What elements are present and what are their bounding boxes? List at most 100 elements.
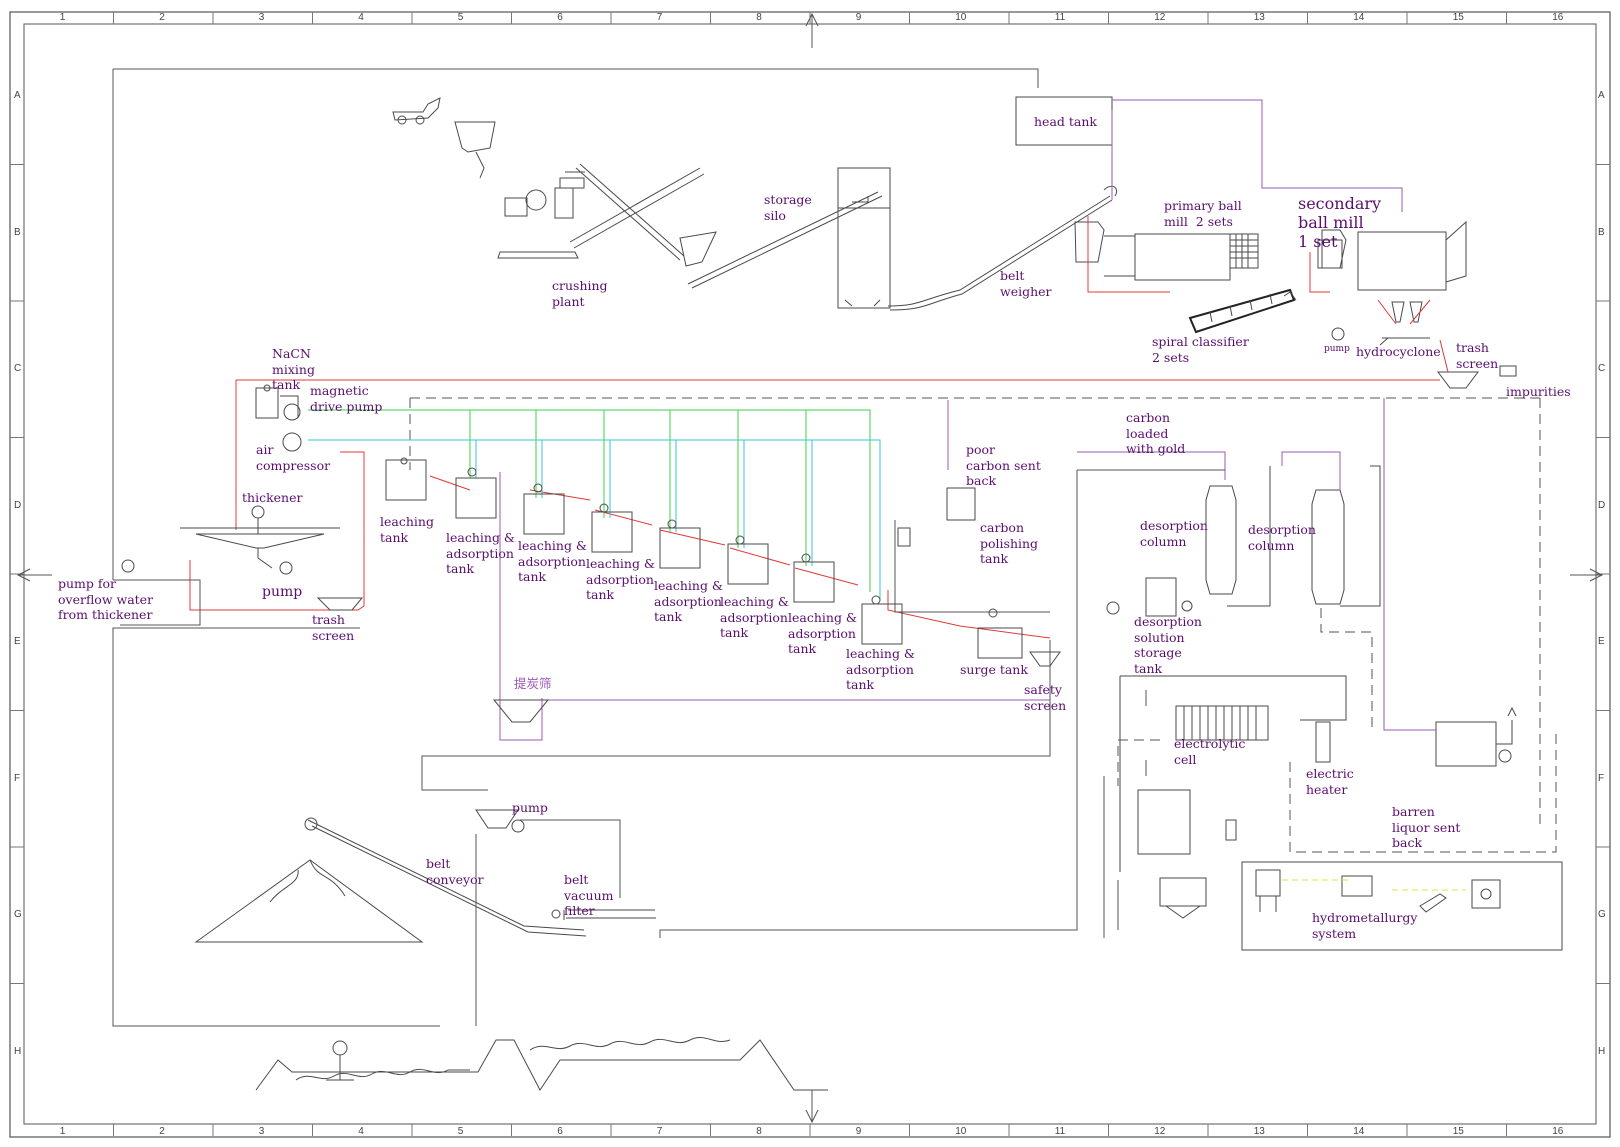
- tailings-section: [194, 809, 828, 1091]
- label-la-tank-2: leaching & adsorption tank: [518, 538, 588, 584]
- grid-col-label-bottom: 12: [1154, 1126, 1166, 1137]
- desorption-flow-lines: [1077, 398, 1557, 938]
- label-desorption-column-1: desorption column: [1140, 518, 1208, 549]
- outer-border: [9, 11, 1611, 1138]
- label-hydrometallurgy-system: hydrometallurgy system: [1312, 910, 1418, 941]
- label-safety-screen: safety screen: [1024, 682, 1067, 713]
- label-electrolytic-cell: electrolytic cell: [1174, 736, 1246, 767]
- grid-row-label-left: H: [14, 1045, 22, 1057]
- top-flow-lines: [112, 68, 1449, 580]
- label-la-tank-4: leaching & adsorption tank: [654, 578, 724, 624]
- label-desorption-column-2: desorption column: [1248, 522, 1316, 553]
- grid-row-label-right: G: [1598, 909, 1606, 921]
- loader-icon: [392, 97, 441, 121]
- label-nacn-mixing-tank: NaCN mixing tank: [272, 346, 315, 392]
- middle-flow-lines: [112, 379, 1541, 1027]
- label-pump-overflow: pump for overflow water from thickener: [58, 576, 154, 622]
- grid-col-label-top: 11: [1054, 12, 1066, 23]
- label-surge-tank: surge tank: [960, 662, 1028, 677]
- grid-col-label-bottom: 8: [756, 1126, 762, 1137]
- grid-row-label-right: H: [1598, 1045, 1606, 1057]
- label-thickener: thickener: [242, 490, 303, 505]
- grid-col-label-bottom: 10: [955, 1126, 967, 1137]
- label-hydrocyclone: hydrocyclone: [1356, 344, 1441, 359]
- grid-row-label-right: D: [1598, 499, 1606, 511]
- grid-row-label-right: C: [1598, 363, 1606, 375]
- grid-col-label-top: 3: [258, 12, 265, 23]
- grid-row-label-left: B: [14, 226, 21, 238]
- label-trash-screen-mid: trash screen: [312, 612, 355, 643]
- label-pump-thickener: pump: [262, 584, 303, 600]
- label-electric-heater: electric heater: [1306, 766, 1354, 797]
- grid-col-label-bottom: 9: [855, 1126, 862, 1137]
- label-poor-carbon: poor carbon sent back: [966, 442, 1041, 488]
- grid-col-label-bottom: 6: [557, 1126, 563, 1137]
- grid-row-label-right: B: [1598, 226, 1605, 238]
- grid-col-label-bottom: 16: [1552, 1126, 1564, 1137]
- grid-col-label-bottom: 1: [59, 1126, 66, 1137]
- grid-col-label-top: 5: [457, 12, 464, 23]
- label-leaching-tank: leaching tank: [380, 514, 434, 545]
- label-desorption-solution-tank: desorption solution storage tank: [1134, 614, 1202, 676]
- label-air-compressor: air compressor: [256, 442, 331, 473]
- grid-col-label-top: 10: [955, 12, 967, 23]
- grid-row-label-right: E: [1598, 636, 1605, 648]
- label-pump-small: pump: [1324, 344, 1350, 354]
- grid-col-label-bottom: 13: [1253, 1126, 1265, 1137]
- grid-col-label-top: 2: [159, 12, 165, 23]
- hydrometallurgy-equipment: [1255, 869, 1501, 913]
- grid-col-label-top: 8: [756, 12, 762, 23]
- grid-row-label-left: A: [14, 90, 21, 102]
- label-belt-vacuum-filter: belt vacuum filter: [564, 872, 614, 918]
- label-belt-weigher: belt weigher: [1000, 268, 1052, 299]
- label-spiral-classifier: spiral classifier 2 sets: [1152, 334, 1249, 365]
- grid-col-label-bottom: 14: [1353, 1126, 1365, 1137]
- hydrometallurgy-box: [1241, 861, 1563, 951]
- inner-border: [23, 23, 1597, 1125]
- grid-col-label-top: 6: [557, 12, 563, 23]
- grid-col-label-top: 1: [59, 12, 66, 23]
- grid-col-label-bottom: 2: [159, 1126, 165, 1137]
- grid-col-label-bottom: 3: [258, 1126, 265, 1137]
- label-la-tank-5: leaching & adsorption tank: [720, 594, 790, 640]
- label-carbon-loaded: carbon loaded with gold: [1126, 410, 1186, 456]
- label-la-tank-6: leaching & adsorption tank: [788, 610, 858, 656]
- label-primary-ball-mill: primary ball mill 2 sets: [1164, 198, 1242, 229]
- grid-ticks: [10, 12, 1610, 1136]
- label-storage-silo: storage silo: [764, 192, 812, 223]
- label-carbon-screen-cn: 提炭筛: [514, 676, 552, 691]
- grid-col-label-top: 13: [1253, 12, 1265, 23]
- crushing-section: [392, 97, 1118, 311]
- center-markers: [16, 12, 1604, 1124]
- label-secondary-ball-mill: secondary ball mill 1 set: [1298, 194, 1382, 251]
- desorption-section: [1106, 465, 1517, 919]
- grid-row-label-left: D: [14, 499, 22, 511]
- label-impurities: impurities: [1506, 384, 1571, 399]
- grid-row-label-right: F: [1598, 772, 1605, 784]
- grid-row-label-left: F: [14, 772, 21, 784]
- label-belt-conveyor: belt conveyor: [426, 856, 484, 887]
- grid-col-label-top: 12: [1154, 12, 1166, 23]
- grid-col-label-bottom: 15: [1452, 1126, 1464, 1137]
- label-magnetic-drive-pump: magnetic drive pump: [310, 383, 383, 414]
- grid-row-label-right: A: [1598, 90, 1605, 102]
- grid-row-label-left: G: [14, 909, 22, 921]
- milling-section: [1074, 220, 1517, 389]
- grid-row-label-left: E: [14, 636, 21, 648]
- hydrometallurgy-line: [1282, 879, 1466, 891]
- stockpile-icon: [194, 859, 424, 943]
- label-barren-liquor: barren liquor sent back: [1392, 804, 1461, 850]
- reagent-drops: [469, 410, 871, 592]
- grid-col-label-bottom: 4: [358, 1126, 364, 1137]
- grid-col-label-top: 9: [855, 12, 862, 23]
- label-la-tank-3: leaching & adsorption tank: [586, 556, 656, 602]
- grid-col-label-bottom: 5: [457, 1126, 464, 1137]
- label-trash-screen-top: trash screen: [1456, 340, 1499, 371]
- leach-tanks: [121, 384, 1061, 723]
- grid-col-label-top: 15: [1452, 12, 1464, 23]
- label-head-tank: head tank: [1034, 114, 1097, 129]
- grid-col-label-top: 16: [1552, 12, 1564, 23]
- grid-col-label-bottom: 11: [1054, 1126, 1066, 1137]
- grid-row-label-left: C: [14, 363, 22, 375]
